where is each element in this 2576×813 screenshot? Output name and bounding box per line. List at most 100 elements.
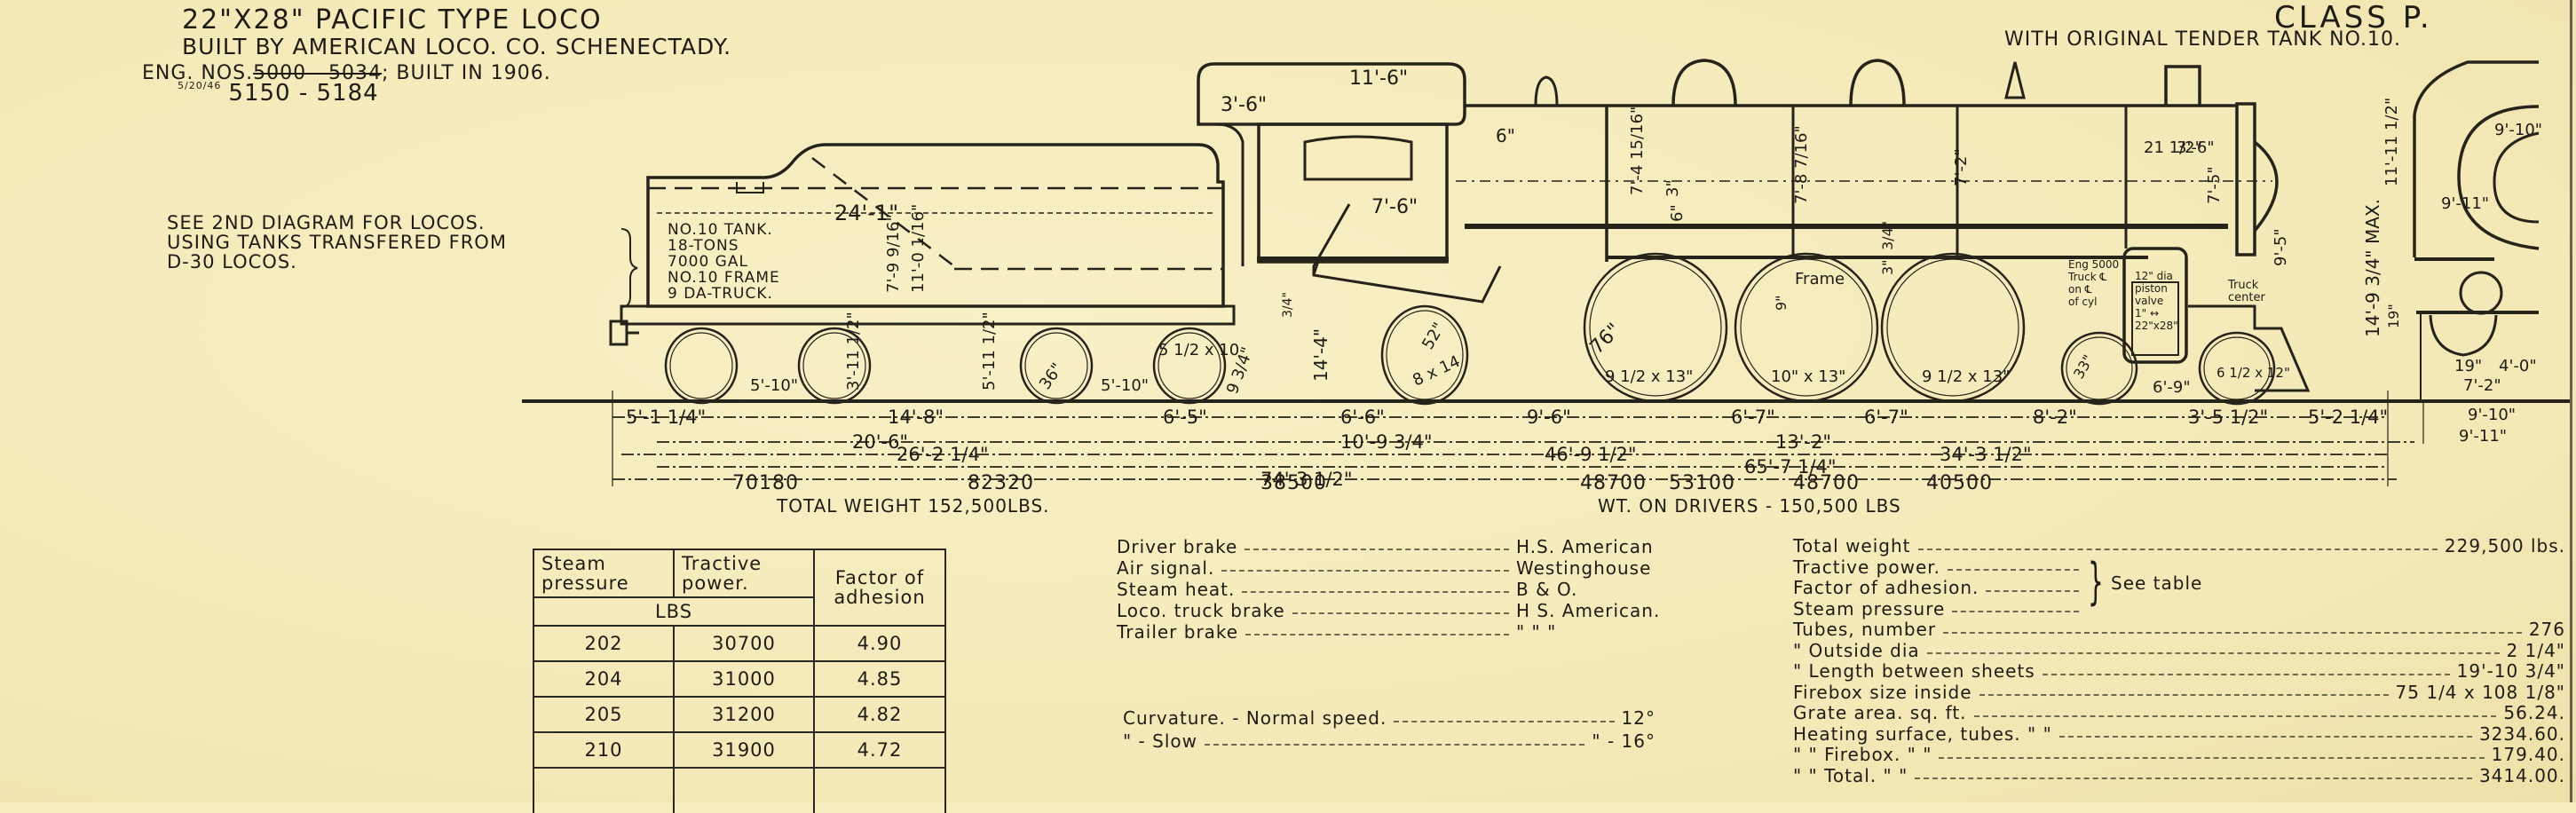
note-brace [620,228,638,308]
front-9-10-label: 9'-10" [2468,406,2516,424]
front-height-mid-label: 9'-11" [2441,194,2489,213]
axle-weight-value: 48700 [1580,472,1647,494]
axle-weight-value: 53100 [1669,472,1735,494]
truck-wheelbase-label: 6'-9" [2153,378,2191,397]
front-end-view [2413,60,2540,401]
equipment-row: Steam heat. B & O. [1117,579,1738,600]
drawing-title: 22"x28" Pacific Type Loco [182,4,603,36]
spec-row: Factor of adhesion. [1793,577,2086,599]
leader-line [1221,557,1509,572]
tractive-power-cell: 31000 [673,660,815,698]
trailer-journal-label: 8 x 14 [1410,352,1463,391]
dimension-row1-label: 14'-8" [888,406,944,428]
spec-value: 3234.60. [2478,722,2565,745]
height-19-label: 19" [2385,304,2402,328]
tender-wheel-height-label: 3'-11 1/2" [844,312,863,391]
eng-prefix: Eng. Nos. [142,62,254,84]
equipment-row: Trailer brake" " " [1117,621,1738,643]
spec-label: Grate area. sq. ft. [1793,702,1967,723]
factor-of-adhesion-cell: 4.90 [813,625,946,662]
equipment-row: Air signal.Westinghouse [1117,557,1738,579]
spec-label: Firebox size inside [1793,681,1972,703]
equipment-label: Trailer brake [1117,621,1239,643]
built-year: ; Built in 1906. [382,62,551,84]
revision-date: 5/20/46 [178,80,222,91]
tractive-power-cell: 31900 [673,731,815,769]
drawbar-offset-label: 3/4" [1281,292,1295,318]
dimension-row1-label: 6'-5" [1163,406,1207,428]
spec-label: " " Firebox. " " [1793,744,1932,765]
dimension-row2-label: 20'-6" [852,431,908,453]
dimension-row1-label: 8'-2" [2033,406,2077,428]
spec-value: 3414.00. [2478,764,2565,786]
eng-numbers-new-text: 5150 - 5184 [228,80,379,107]
weight-on-drivers-label: Wt. on drivers - 150,500 lbs [1598,495,1901,517]
leader-line [1917,536,2438,550]
spec-row: " " Firebox. " "179.40. [1793,744,2565,766]
spec-label: Tractive power. [1793,556,1940,578]
boiler-height3-label: 7'-2" [1952,148,1971,186]
max-height-label: 14'-9 3/4" MAX. [2362,199,2383,337]
leader-line [1245,536,1509,550]
dimension-row1-label: 6'-6" [1340,406,1385,428]
front-7-2-label: 7'-2" [2463,376,2501,395]
table-row-empty [533,767,946,813]
boiler-offset-6-label: 6" [1668,204,1687,222]
spec-label: Tubes, number [1793,619,1937,640]
class-label: Class P. [2274,0,2433,36]
axle-weight-value: 40500 [1926,472,1993,494]
spec-row: Heating surface, tubes. " "3234.60. [1793,722,2565,746]
curvature-label: Curvature. - Normal speed. [1123,707,1387,729]
spec-row: Steam pressure [1793,598,2086,620]
header-tractive-power: Tractive power. [673,549,815,598]
front-4-0-label: 4'-0" [2499,357,2537,375]
tender-truck-wheelbase-label: 5'-10" [750,376,798,395]
steam-pressure-table: Steam pressure Tractive power. Factor of… [533,549,946,813]
tractive-power-cell: 30700 [673,625,815,662]
side-note: See 2ND diagram for locos. Using tanks t… [167,212,507,272]
curvature-row: " - Slow " - 16° [1123,730,1655,753]
engine-numbers-new: 5/20/46 5150 - 5184 [178,80,379,107]
equipment-label: Steam heat. [1117,579,1236,600]
dimension-row1-label: 5'-2 1/4" [2308,406,2388,428]
curvature-value: " - 16° [1592,730,1655,752]
equipment-label: Loco. truck brake [1117,600,1285,621]
leader-line [1394,706,1615,722]
truck-journal-label: 6 1/2 x 12" [2216,365,2290,381]
driver-journal2-label: 10" x 13" [1771,367,1845,386]
curvature-value: 12° [1621,707,1655,729]
curvature-label: " - Slow [1123,730,1197,752]
tender [609,143,1236,346]
dimension-lines [612,416,2414,480]
leader-line [1952,599,2079,612]
equipment-value: B & O. [1516,579,1578,600]
dimension-row3-label: 34'-3 1/2" [1940,444,2032,465]
engine-numbers-line: Eng. Nos.5000 - 5034; Built in 1906. [142,62,551,84]
tender-wheels [664,327,1227,405]
spec-value: 19'-10 3/4" [2456,660,2565,682]
steam-pressure-cell: 210 [533,731,675,769]
spec-row: " " Total. " " 3414.00. [1793,764,2565,787]
tender-length-label: 24'-1" [834,201,898,225]
header-unit-lbs: LBS [533,596,815,627]
spec-value: 56.24. [2503,702,2565,723]
spec-value: 75 1/4 x 108 1/8" [2395,681,2565,703]
spec-label: " " Total. " " [1793,764,1908,786]
steam-pressure-cell: 204 [533,660,675,698]
tractive-power-cell: 31200 [673,696,815,733]
spec-row: Firebox size inside 75 1/4 x 108 1/8" [1793,681,2565,704]
empty-cell [673,767,815,813]
tender-wheel-dia-label: 36" [1036,359,1067,393]
boiler-offset-3-label: 3" [1663,179,1682,197]
axle-weight-value: 48700 [1793,472,1860,494]
tender-tank-note: With original tender tank No.10. [2004,28,2402,51]
cylinder-and-piston-valve [2122,247,2311,392]
